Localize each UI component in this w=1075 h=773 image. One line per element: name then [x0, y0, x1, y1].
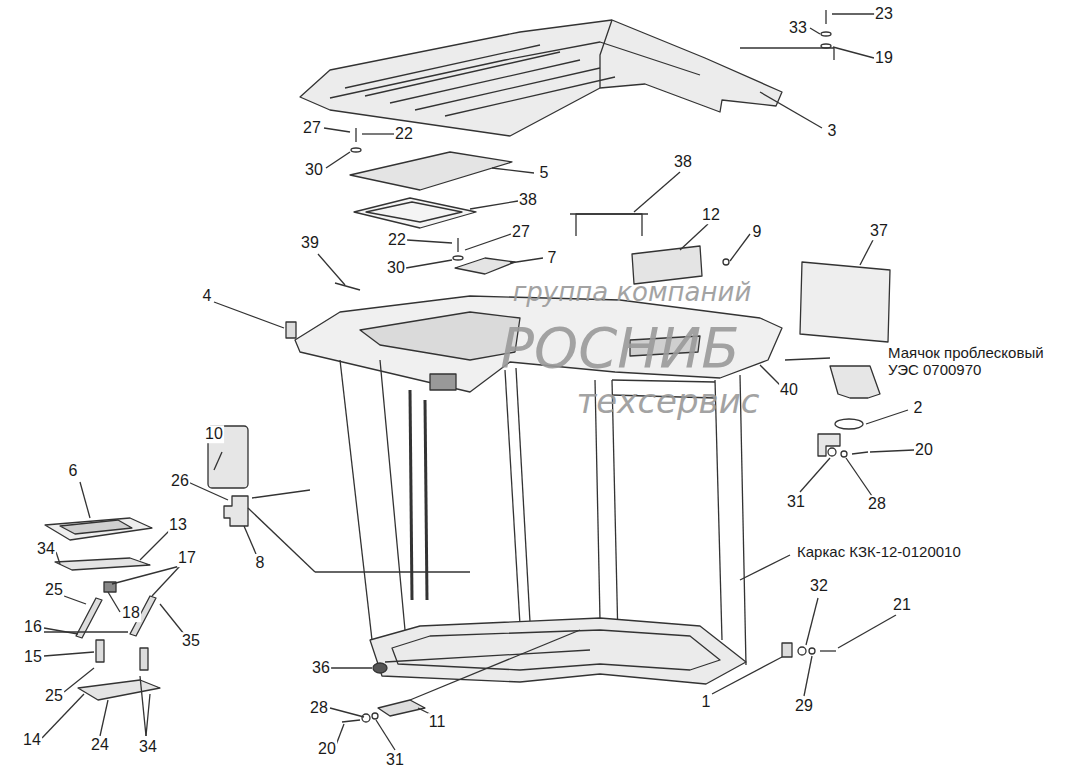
callout-number: 7 — [547, 249, 558, 267]
callout-number: 10 — [204, 425, 224, 443]
callout-number: 8 — [255, 554, 266, 572]
callout-number: 17 — [177, 549, 197, 567]
callout-number: 20 — [914, 441, 934, 459]
callout-number: 21 — [892, 596, 912, 614]
callout-number: 40 — [779, 381, 799, 399]
callout-number: 30 — [386, 259, 406, 277]
callout-number: 16 — [23, 618, 43, 636]
watermark: группа компаний — [513, 278, 752, 307]
callout-number: 12 — [701, 206, 721, 224]
callout-number: 39 — [300, 234, 320, 252]
callout-number: 28 — [309, 699, 329, 717]
callout-number: 34 — [36, 540, 56, 558]
callout-number: 29 — [794, 697, 814, 715]
callout-number: 38 — [518, 191, 538, 209]
callout-number: 11 — [428, 713, 447, 731]
callout-number: 27 — [302, 119, 322, 137]
callout-number: 26 — [170, 472, 190, 490]
callout-number: 1 — [701, 693, 712, 711]
callout-number: 6 — [68, 462, 79, 480]
callout-number: 31 — [786, 493, 806, 511]
callout-number: 33 — [788, 19, 808, 37]
callout-number: 14 — [22, 731, 42, 749]
callout-number: 23 — [874, 5, 894, 23]
callout-number: 22 — [387, 231, 407, 249]
callout-number: 13 — [168, 516, 188, 534]
callout-number: 36 — [311, 659, 331, 677]
callout-number: 27 — [511, 223, 531, 241]
callout-number: 25 — [44, 687, 64, 705]
callout-number: 5 — [539, 164, 550, 182]
callout-number: 15 — [23, 648, 43, 666]
callout-number: 28 — [867, 495, 887, 513]
callout-number: 25 — [44, 581, 64, 599]
callout-number: 9 — [752, 223, 763, 241]
part-name: Каркас КЗК-12-0120010 — [797, 544, 961, 561]
callout-number: 20 — [317, 740, 337, 758]
callout-number: 30 — [304, 161, 324, 179]
part-name: Маячок проблесковый УЭС 0700970 — [888, 345, 1068, 378]
callout-number: 38 — [673, 153, 693, 171]
callout-number: 2 — [913, 399, 924, 417]
callout-number: 22 — [394, 125, 414, 143]
callout-number: 24 — [90, 736, 110, 754]
callout-number: 4 — [202, 287, 213, 305]
callout-number: 35 — [181, 632, 201, 650]
callout-number: 37 — [869, 222, 889, 240]
watermark: РОСНИБ — [500, 317, 739, 379]
watermark: техсервис — [577, 383, 760, 420]
callout-number: 3 — [827, 122, 838, 140]
callout-number: 18 — [121, 604, 141, 622]
callout-number: 31 — [385, 751, 405, 769]
callout-number: 34 — [138, 738, 158, 756]
callout-number: 19 — [874, 49, 894, 67]
callout-number: 32 — [809, 577, 829, 595]
